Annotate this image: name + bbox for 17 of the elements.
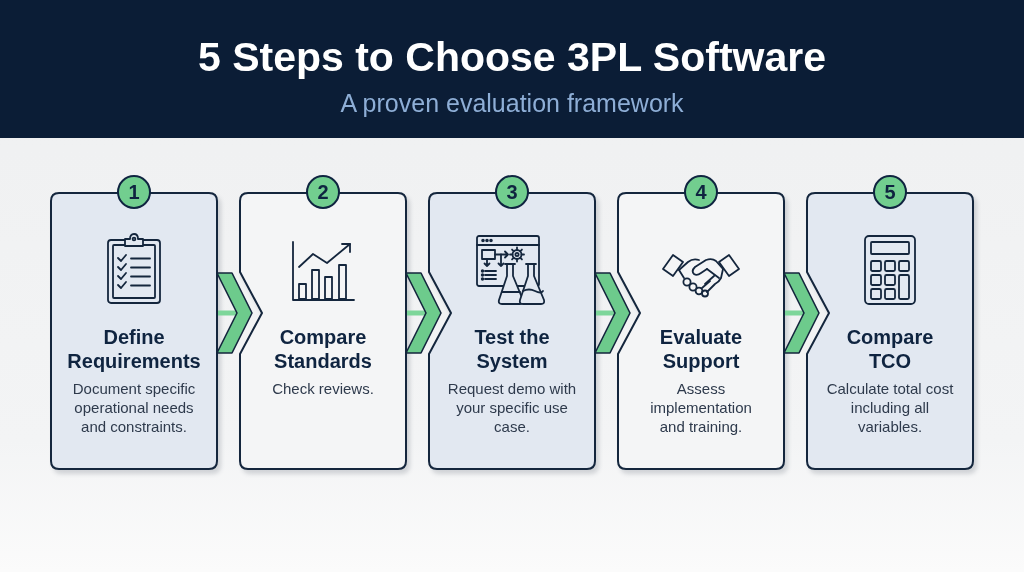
- step-title: Define Requirements: [66, 325, 202, 373]
- number-circle: 1: [117, 175, 151, 209]
- step-description: Request demo with your specific use case.: [447, 379, 577, 436]
- step-title: Test the System: [473, 325, 551, 373]
- step-description: Check reviews.: [271, 379, 375, 398]
- subtitle: A proven evaluation framework: [340, 88, 684, 118]
- number-circle: 5: [873, 175, 907, 209]
- step-title: Evaluate Support: [659, 325, 743, 373]
- number-circle: 3: [495, 175, 529, 209]
- number-circle: 2: [306, 175, 340, 209]
- title: 5 Steps to Choose 3PL Software: [197, 34, 827, 80]
- step-description: Calculate total cost including all variables.: [826, 379, 954, 436]
- step-title: Compare Standards: [273, 325, 373, 373]
- number-circle: 4: [684, 175, 718, 209]
- step-title: Compare TCO: [846, 325, 934, 373]
- step-description: Assess implementation and training.: [649, 379, 753, 436]
- step-description: Document specific operational needs and constraints.: [72, 379, 196, 436]
